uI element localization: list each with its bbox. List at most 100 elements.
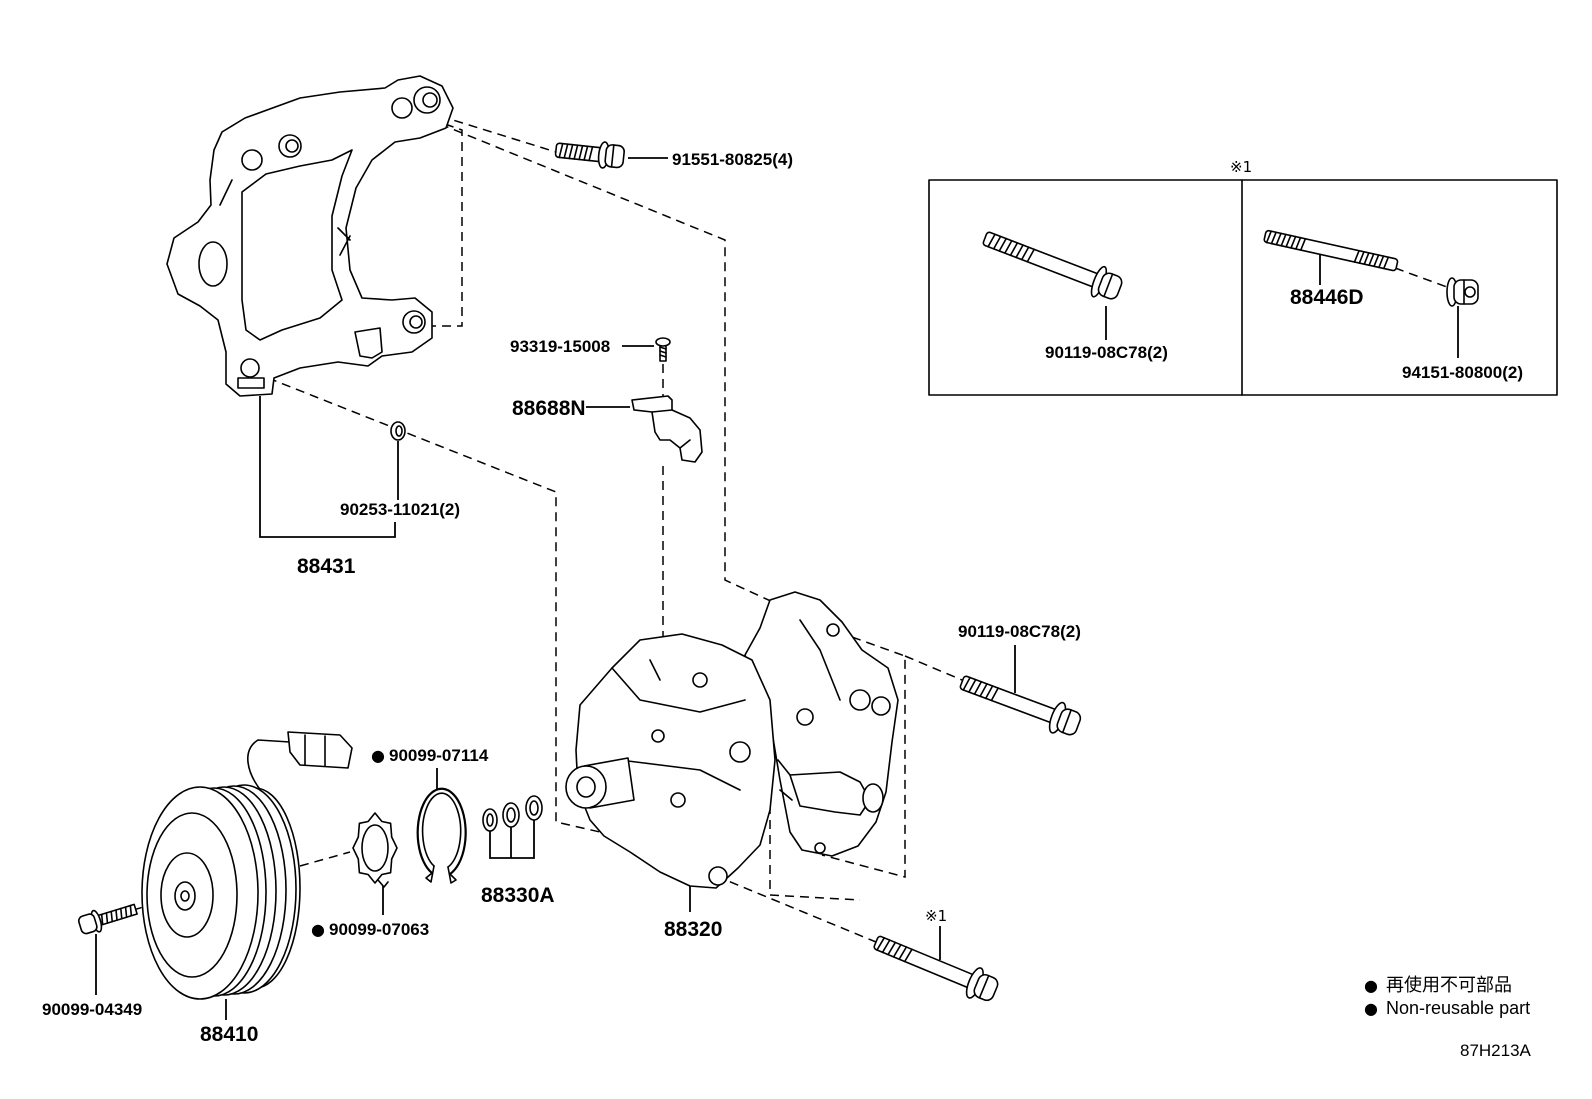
label-wire-bracket: 88688N — [512, 397, 586, 420]
shim-plate-outline — [352, 812, 398, 884]
connector-latch — [304, 734, 326, 767]
box-nut — [1446, 277, 1479, 307]
label-box-bolt: 90119-08C78(2) — [1045, 343, 1168, 362]
label-compressor: 88320 — [664, 918, 722, 941]
compressor-nose-face — [565, 765, 607, 809]
label-bolt-top: 91551-80825(4) — [672, 150, 793, 169]
compressor-seam — [611, 619, 841, 791]
bolt-shank — [982, 231, 1100, 288]
compressor-port — [871, 696, 891, 716]
shim-bore — [506, 807, 516, 823]
compressor-wire — [777, 759, 793, 801]
bracket-tab — [354, 327, 383, 359]
snap-ring — [416, 787, 467, 884]
compressor-mount-hole — [826, 623, 840, 637]
washer-inner — [395, 425, 403, 437]
screw-thread — [659, 346, 667, 358]
compressor-port — [849, 689, 871, 711]
dashed-line-to-bottom-bolt — [715, 875, 877, 943]
label-shims: 88330A — [481, 884, 555, 907]
dashed-line-to-right-bolt — [904, 655, 963, 681]
pulley-bolt — [77, 903, 138, 935]
shim-plate-tab — [377, 879, 389, 888]
bolt-head — [973, 973, 999, 1002]
compressor-boss — [692, 672, 708, 688]
compressor — [565, 591, 899, 889]
bracket-hole — [240, 358, 260, 378]
dashed-line-compressor-rear-box — [821, 631, 906, 878]
detail-box-frame — [928, 179, 1558, 396]
compressor-mount-hole — [814, 842, 826, 854]
label-compressor-bolt: 90119-08C78(2) — [958, 622, 1081, 641]
bracket-boss-bore — [285, 139, 299, 153]
dashed-line-bracket-to-top-bolt — [439, 115, 557, 153]
snap-ring-outer — [416, 787, 467, 876]
wire-bracket — [631, 395, 703, 463]
field-coil-wire — [247, 739, 291, 793]
label-bottom-bolt-mark: ※1 — [925, 907, 947, 925]
label-note-box-mark: ※1 — [1230, 158, 1252, 176]
screw — [655, 337, 671, 362]
label-shim-plate: 90099-07063 — [329, 920, 429, 939]
dashed-line-stud-to-nut — [1394, 267, 1448, 288]
compressor-shaft — [576, 776, 596, 798]
bracket-cutout — [241, 149, 353, 341]
bracket-boss — [413, 86, 441, 114]
detail-box — [928, 179, 1558, 396]
compressor-connector-end — [862, 783, 884, 813]
compressor-boss — [651, 729, 665, 743]
compressor-mount-hole — [708, 866, 728, 886]
stud-shank — [1263, 229, 1399, 272]
pulley-plate-ring — [146, 812, 238, 978]
shim — [482, 808, 498, 832]
legend-bullet: ● — [1364, 999, 1378, 1018]
wire-bracket-body — [631, 395, 703, 463]
bolt-thread — [876, 937, 913, 963]
compressor-front-housing — [575, 633, 776, 889]
compressor-bracket — [166, 75, 454, 397]
bracket-rib — [219, 179, 351, 256]
wire-bracket-bend — [651, 409, 691, 449]
label-snap-ring: 90099-07114 — [389, 746, 489, 765]
dashed-line-pulley-bolt — [132, 895, 184, 911]
pulley-hub — [174, 881, 196, 911]
dashed-line-bracket-right-hole — [428, 123, 463, 327]
bracket-foot — [237, 377, 265, 389]
field-coil-connector — [287, 731, 353, 769]
bolt-head-edge — [978, 974, 990, 999]
bracket-boss-bore — [409, 315, 423, 329]
dashed-line-bracket-to-compressor-upper — [439, 123, 839, 633]
box-stud — [1263, 229, 1399, 272]
leader-compressor-bracket — [259, 396, 396, 538]
bracket-hole — [391, 97, 413, 119]
shim-plate — [352, 812, 398, 888]
bracket-boss-bore — [422, 92, 438, 108]
bolt-thread — [987, 233, 1035, 263]
bolt-head — [1097, 272, 1123, 300]
snap-ring-lug — [425, 865, 457, 884]
compressor-boss — [729, 741, 751, 763]
nut-body — [1453, 279, 1479, 305]
shim — [525, 795, 543, 821]
shim-bore — [486, 813, 494, 827]
pulley-hub-ring — [160, 852, 214, 938]
bottom-bolt — [873, 935, 999, 1002]
dashed-line-pulley-to-shim — [299, 851, 351, 867]
bolt-thread — [962, 676, 999, 702]
compressor-boss — [670, 792, 686, 808]
shim-bore — [529, 800, 539, 816]
leader-shims — [489, 820, 535, 859]
shim — [502, 802, 520, 828]
box-bolt — [982, 231, 1123, 300]
label-washer: 90253-11021(2) — [340, 500, 460, 519]
pulley-center — [180, 890, 190, 902]
label-box-stud: 88446D — [1290, 286, 1364, 309]
shim-plate-bore — [361, 824, 389, 872]
legend-text-en: Non-reusable part — [1386, 998, 1530, 1018]
callout-labels: 91551-80825(4) ※1 93319-15008 88688N 902… — [42, 150, 1523, 1046]
diagram-code: 87H213A — [1460, 1041, 1532, 1060]
bolt-head-edge — [610, 144, 615, 168]
compressor-bolt — [959, 675, 1082, 736]
legend-text-jp: 再使用不可部品 — [1386, 975, 1512, 995]
